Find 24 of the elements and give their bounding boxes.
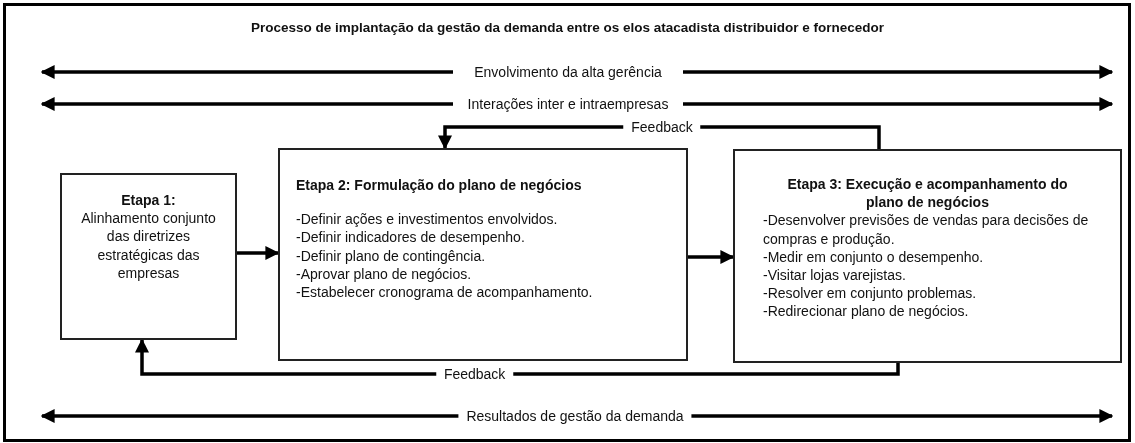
bullet-item: -Visitar lojas varejistas. <box>763 265 907 285</box>
bullet-item: -Definir indicadores de desempenho. <box>296 228 526 247</box>
arrow <box>688 250 735 264</box>
bullet-item: -Aprovar plano de negócios. <box>296 264 473 283</box>
bullet-item: -Definir plano de contingência. <box>296 246 487 265</box>
bullet-item: -Redirecionar plano de negócios. <box>763 302 970 321</box>
arrow <box>135 338 900 376</box>
bullet-item: -Estabelecer cronograma de acompanhamento. <box>296 282 594 302</box>
arrow <box>237 246 280 260</box>
stage-heading: Etapa 1: <box>120 191 177 210</box>
bullet-item: -Desenvolver previsões de vendas para decisões de compras e produção. <box>763 211 1090 248</box>
stage-description: Alinhamento conjunto das diretrizes estratégicas das empresas <box>80 209 217 282</box>
band-label: Resultados de gestão da demanda <box>458 408 692 424</box>
stage-heading: Etapa 3: Execução e acompanhamento do plano de negócios <box>786 175 1069 212</box>
process-box <box>733 149 1122 363</box>
process-box <box>278 148 688 361</box>
edge-label: Feedback <box>623 119 701 135</box>
diagram-title: Processo de implantação da gestão da demanda entre os elos atacadista distribuidor e fornecedor <box>249 20 886 35</box>
stage-heading: Etapa 2: Formulação do plano de negócios <box>296 176 583 195</box>
edge-label: Feedback <box>435 366 514 382</box>
bullet-item: -Definir ações e investimentos envolvidos. <box>296 210 559 229</box>
process-box <box>60 173 237 340</box>
bullet-item: -Resolver em conjunto problemas. <box>763 284 978 303</box>
bullet-item: -Medir em conjunto o desempenho. <box>763 247 985 266</box>
